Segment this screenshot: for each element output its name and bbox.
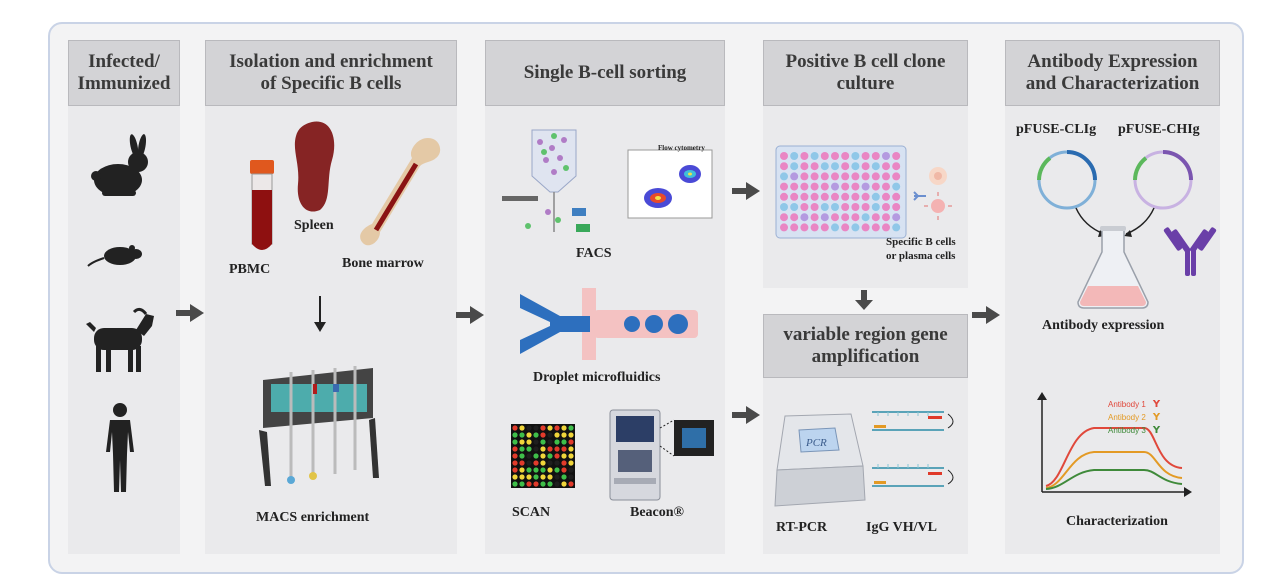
igg-label: IgG VH/VL	[866, 520, 937, 535]
pbmc-label: PBMC	[229, 262, 271, 277]
arrow-to-expression	[972, 306, 1000, 324]
rabbit-icon	[91, 134, 148, 196]
arrow-isolation-to-sorting	[456, 306, 484, 324]
antibody-curve-3	[1045, 469, 1183, 490]
arrow-sorting-to-amplification	[732, 406, 760, 424]
arrow-infected-to-isolation	[176, 304, 204, 322]
antibody-2-icon: Y	[1152, 412, 1161, 423]
header-isolation: Isolation and enrichment of Specific B c…	[205, 40, 457, 106]
flask-icon	[1077, 226, 1149, 309]
facs-sorter-icon	[502, 129, 590, 232]
macs-label: MACS enrichment	[256, 510, 370, 525]
antibody-curve-1	[1045, 427, 1183, 487]
panel-isolation	[205, 40, 457, 554]
antibody-curve-2	[1045, 451, 1183, 489]
bone-marrow-label: Bone marrow	[342, 256, 424, 271]
facs-label: FACS	[576, 246, 612, 261]
flow-cytometry-plot	[627, 149, 713, 219]
antibody-expression-label: Antibody expression	[1042, 318, 1165, 333]
legend-label-1: Antibody 1	[1108, 400, 1146, 409]
characterization-chart	[1037, 392, 1192, 497]
legend-label-2: Antibody 2	[1108, 413, 1146, 422]
plasma-cells-icon	[913, 167, 952, 220]
pfuse-clig-label: pFUSE-CLIg	[1016, 122, 1097, 137]
beacon-instrument-icon	[609, 409, 714, 501]
legend-item-3: Antibody 3 Y	[1108, 420, 1160, 438]
bone-marrow-icon	[360, 138, 441, 246]
spleen-icon	[294, 121, 335, 212]
antibody-icon	[1163, 227, 1217, 276]
legend-item-1: Antibody 1 Y	[1108, 394, 1160, 412]
well-plate-icon	[775, 145, 907, 239]
blood-tube-icon	[250, 160, 274, 250]
header-amplification: variable region gene amplification	[763, 314, 968, 378]
scan-label: SCAN	[512, 505, 551, 520]
down-arrow	[314, 296, 326, 332]
plasmid-chig-icon	[1133, 150, 1193, 210]
mouse-icon	[87, 245, 142, 267]
header-sorting: Single B-cell sorting	[485, 40, 725, 106]
flow-cytometry-title: Flow cytometry	[658, 144, 705, 152]
pcr-screen-text: PCR	[806, 437, 827, 449]
antibody-3-icon: Y	[1152, 425, 1161, 436]
plasma-cells-label: or plasma cells	[886, 250, 956, 262]
characterization-label: Characterization	[1066, 514, 1168, 529]
beacon-label: Beacon®	[630, 505, 685, 520]
arrow-sorting-to-culture	[732, 182, 760, 200]
macs-rack-icon	[259, 366, 379, 486]
dna-amplification-icon	[872, 411, 954, 487]
spleen-label: Spleen	[294, 218, 334, 233]
rt-pcr-label: RT-PCR	[776, 520, 828, 535]
goat-icon	[86, 307, 154, 372]
plasmid-clig-icon	[1037, 150, 1097, 210]
antibody-1-icon: Y	[1152, 399, 1161, 410]
specific-b-cells-label: Specific B cells	[886, 236, 956, 248]
pfuse-chig-label: pFUSE-CHIg	[1118, 122, 1200, 137]
legend-item-2: Antibody 2 Y	[1108, 407, 1160, 425]
header-expression: Antibody Expression and Characterization	[1005, 40, 1220, 106]
droplet-microfluidics-icon	[520, 288, 698, 360]
scan-grid-icon	[511, 424, 575, 488]
human-icon	[106, 403, 134, 492]
down-arrow-culture	[855, 290, 873, 310]
header-culture: Positive B cell clone culture	[763, 40, 968, 106]
header-infected: Infected/ Immunized	[68, 40, 180, 106]
legend-label-3: Antibody 3	[1108, 426, 1146, 435]
droplet-label: Droplet microfluidics	[533, 370, 661, 385]
pcr-machine-icon	[774, 413, 866, 507]
